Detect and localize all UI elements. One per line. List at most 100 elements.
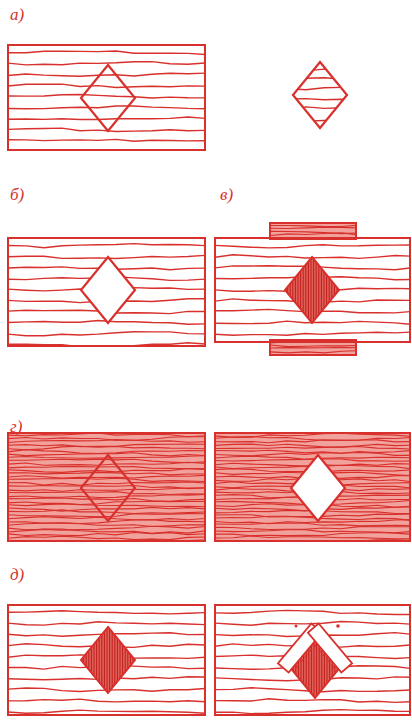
grain-line	[8, 498, 205, 501]
insert-line	[83, 627, 84, 693]
grain-line	[8, 536, 205, 540]
grain-line	[270, 347, 356, 349]
insert-line	[308, 257, 309, 323]
panel-letter: в)	[220, 186, 233, 203]
grain-line	[8, 478, 205, 482]
insert-line	[101, 627, 102, 693]
insert-line	[130, 627, 131, 693]
insert-line	[133, 627, 134, 693]
grain-line	[286, 78, 360, 79]
grain-line	[8, 51, 205, 55]
grain-line	[8, 611, 205, 614]
grain-line	[8, 467, 205, 470]
grain-line	[8, 507, 205, 511]
grain-line	[215, 516, 410, 521]
nail-dot	[336, 624, 340, 628]
board-outline	[8, 45, 205, 150]
insert-line	[122, 627, 123, 693]
grain-line	[8, 332, 205, 336]
insert-outline	[285, 257, 339, 323]
diamond-outline	[81, 257, 135, 323]
grain-line	[286, 107, 360, 109]
insert-line	[287, 257, 288, 323]
insert-line	[91, 627, 92, 693]
grain-line	[215, 450, 410, 453]
grain-lines	[215, 610, 410, 713]
board-outline	[8, 605, 205, 715]
panel-letter: б)	[10, 186, 24, 203]
grain-line	[8, 475, 205, 478]
insert-line	[290, 257, 291, 323]
grain-line	[215, 610, 410, 614]
grain-line	[215, 523, 410, 526]
insert-line	[125, 627, 126, 693]
grain-lines	[8, 51, 205, 142]
grain-line	[215, 699, 410, 703]
insert-line	[324, 257, 325, 323]
grain-line	[8, 488, 205, 492]
grain-line	[8, 84, 205, 87]
grain-line	[215, 332, 410, 335]
grain-line	[8, 495, 205, 498]
grain-line	[215, 533, 410, 536]
grain-line	[8, 523, 205, 526]
insert-line	[305, 257, 306, 323]
grain-line	[8, 622, 205, 625]
grain-line	[215, 245, 410, 248]
board-outline	[8, 433, 205, 541]
grain-line	[215, 440, 410, 443]
insert-line	[88, 627, 89, 693]
grain-line	[270, 233, 356, 236]
board-outline	[270, 223, 356, 239]
grain-line	[8, 444, 205, 447]
insert-line	[311, 257, 312, 323]
grain-line	[8, 501, 205, 504]
insert-outline	[81, 627, 135, 693]
grain-line	[270, 351, 356, 353]
insert-line	[313, 257, 314, 323]
insert-line	[316, 257, 317, 323]
insert-line	[120, 627, 121, 693]
grain-line	[8, 699, 205, 702]
grain-line	[215, 710, 410, 714]
grain-line	[8, 462, 205, 465]
insert-line	[295, 257, 296, 323]
board-outline	[8, 238, 205, 346]
grain-line	[270, 345, 356, 347]
insert-line	[329, 257, 330, 323]
insert-line	[107, 627, 108, 693]
grain-line	[8, 482, 205, 486]
insert-fill	[285, 257, 339, 323]
insert-line	[337, 257, 338, 323]
insert-grain	[285, 257, 337, 323]
grain-line	[8, 533, 205, 536]
insert-line	[104, 627, 105, 693]
insert-line	[86, 627, 87, 693]
grain-line	[8, 459, 205, 463]
grain-lines	[215, 245, 410, 336]
grain-line	[8, 440, 205, 443]
grain-line	[215, 444, 410, 447]
grain-lines	[8, 611, 205, 714]
diamond-outline	[81, 65, 135, 131]
grain-lines	[215, 433, 410, 541]
insert-line	[331, 257, 332, 323]
grain-line	[8, 139, 205, 141]
grain-line	[215, 527, 410, 530]
grain-line	[215, 447, 410, 450]
diamond-outline	[293, 62, 347, 128]
grain-line	[8, 492, 205, 495]
insert-line	[94, 627, 95, 693]
nail-dot	[295, 625, 298, 628]
grain-line	[8, 117, 205, 120]
grain-line	[215, 453, 410, 456]
grain-lines	[286, 68, 360, 121]
insert-line	[292, 257, 293, 323]
grain-line	[286, 68, 360, 71]
grain-line	[8, 504, 205, 507]
insert-line	[127, 627, 128, 693]
insert-line	[300, 257, 301, 323]
grain-line	[8, 514, 205, 517]
insert-fill	[81, 627, 135, 693]
